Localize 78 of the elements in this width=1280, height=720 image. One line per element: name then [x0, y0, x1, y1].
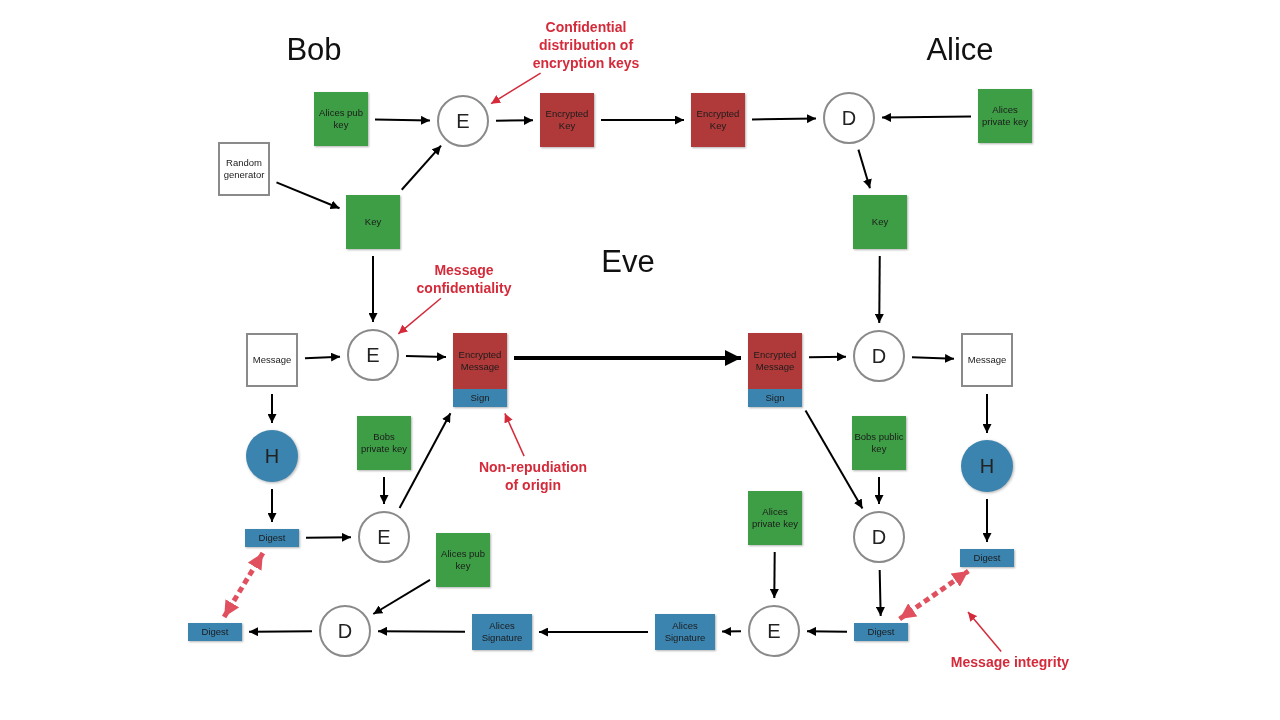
arrow: [377, 626, 466, 636]
data-box: Digest: [188, 623, 242, 641]
arrow: [875, 569, 885, 617]
arrow: [804, 409, 864, 510]
operation-circle: E: [437, 95, 489, 147]
annotation-text: Message integrity: [950, 652, 1070, 672]
key-box: Alices private key: [748, 491, 802, 545]
leader-arrow: [967, 611, 1002, 653]
arrow: [769, 551, 779, 599]
arrow: [538, 627, 649, 637]
hash-circle: H: [246, 430, 298, 482]
arrow: [806, 626, 848, 636]
arrow: [982, 498, 992, 543]
encrypted-message-block: Encrypted Message: [748, 333, 802, 389]
arrow: [808, 352, 847, 362]
plain-box: Message: [246, 333, 298, 387]
arrow: [400, 144, 443, 191]
data-box: Alices Signature: [472, 614, 532, 650]
data-box: Alices Signature: [655, 614, 715, 650]
key-box: Key: [346, 195, 400, 249]
arrow: [398, 412, 452, 509]
arrow: [600, 115, 685, 125]
arrow: [267, 393, 277, 424]
plain-box: Message: [961, 333, 1013, 387]
data-box: Digest: [960, 549, 1014, 567]
arrow: [874, 476, 884, 505]
arrow: [514, 350, 741, 366]
leader-arrow: [504, 412, 525, 457]
key-box: Key: [853, 195, 907, 249]
leader-arrow: [490, 72, 542, 105]
arrow: [881, 112, 972, 122]
operation-circle: E: [347, 329, 399, 381]
annotation-text: Confidential distribution of encryption keys: [531, 17, 641, 73]
annotation-text: Non-repudiation of origin: [477, 457, 589, 495]
encrypted-message-block: Encrypted Message: [453, 333, 507, 389]
arrow: [495, 115, 534, 125]
arrow: [372, 578, 431, 615]
annotation-text: Message confidentiality: [415, 260, 513, 298]
arrow: [857, 148, 872, 190]
operation-circle: E: [358, 511, 410, 563]
party-name: Alice: [926, 32, 994, 68]
plain-box: Random generator: [218, 142, 270, 196]
key-box: Bobs public key: [852, 416, 906, 470]
arrow: [911, 353, 955, 363]
leader-arrow: [397, 297, 442, 335]
key-box: Alices private key: [978, 89, 1032, 143]
operation-circle: D: [823, 92, 875, 144]
operation-circle: E: [748, 605, 800, 657]
data-box: Encrypted Key: [540, 93, 594, 147]
key-box: Bobs private key: [357, 416, 411, 470]
operation-circle: D: [853, 511, 905, 563]
arrow: [304, 352, 342, 362]
arrow: [379, 476, 389, 505]
arrow: [248, 627, 313, 637]
arrow: [405, 352, 447, 362]
arrow: [374, 115, 431, 125]
arrow: [898, 568, 970, 622]
arrow: [982, 393, 992, 434]
operation-circle: D: [853, 330, 905, 382]
sign-block: Sign: [453, 389, 507, 407]
operation-circle: D: [319, 605, 371, 657]
sign-block: Sign: [748, 389, 802, 407]
arrow: [221, 551, 266, 619]
key-box: Alices pub key: [314, 92, 368, 146]
key-box: Alices pub key: [436, 533, 490, 587]
party-name: Bob: [286, 32, 342, 68]
data-box: Digest: [854, 623, 908, 641]
arrow: [368, 255, 378, 323]
data-box: Encrypted Key: [691, 93, 745, 147]
arrow: [275, 181, 341, 210]
arrow: [305, 532, 352, 542]
hash-circle: H: [961, 440, 1013, 492]
arrow: [874, 255, 884, 324]
arrow: [721, 627, 742, 636]
party-name: Eve: [601, 244, 655, 280]
data-box: Digest: [245, 529, 299, 547]
arrow: [267, 488, 277, 523]
arrow: [751, 114, 817, 124]
